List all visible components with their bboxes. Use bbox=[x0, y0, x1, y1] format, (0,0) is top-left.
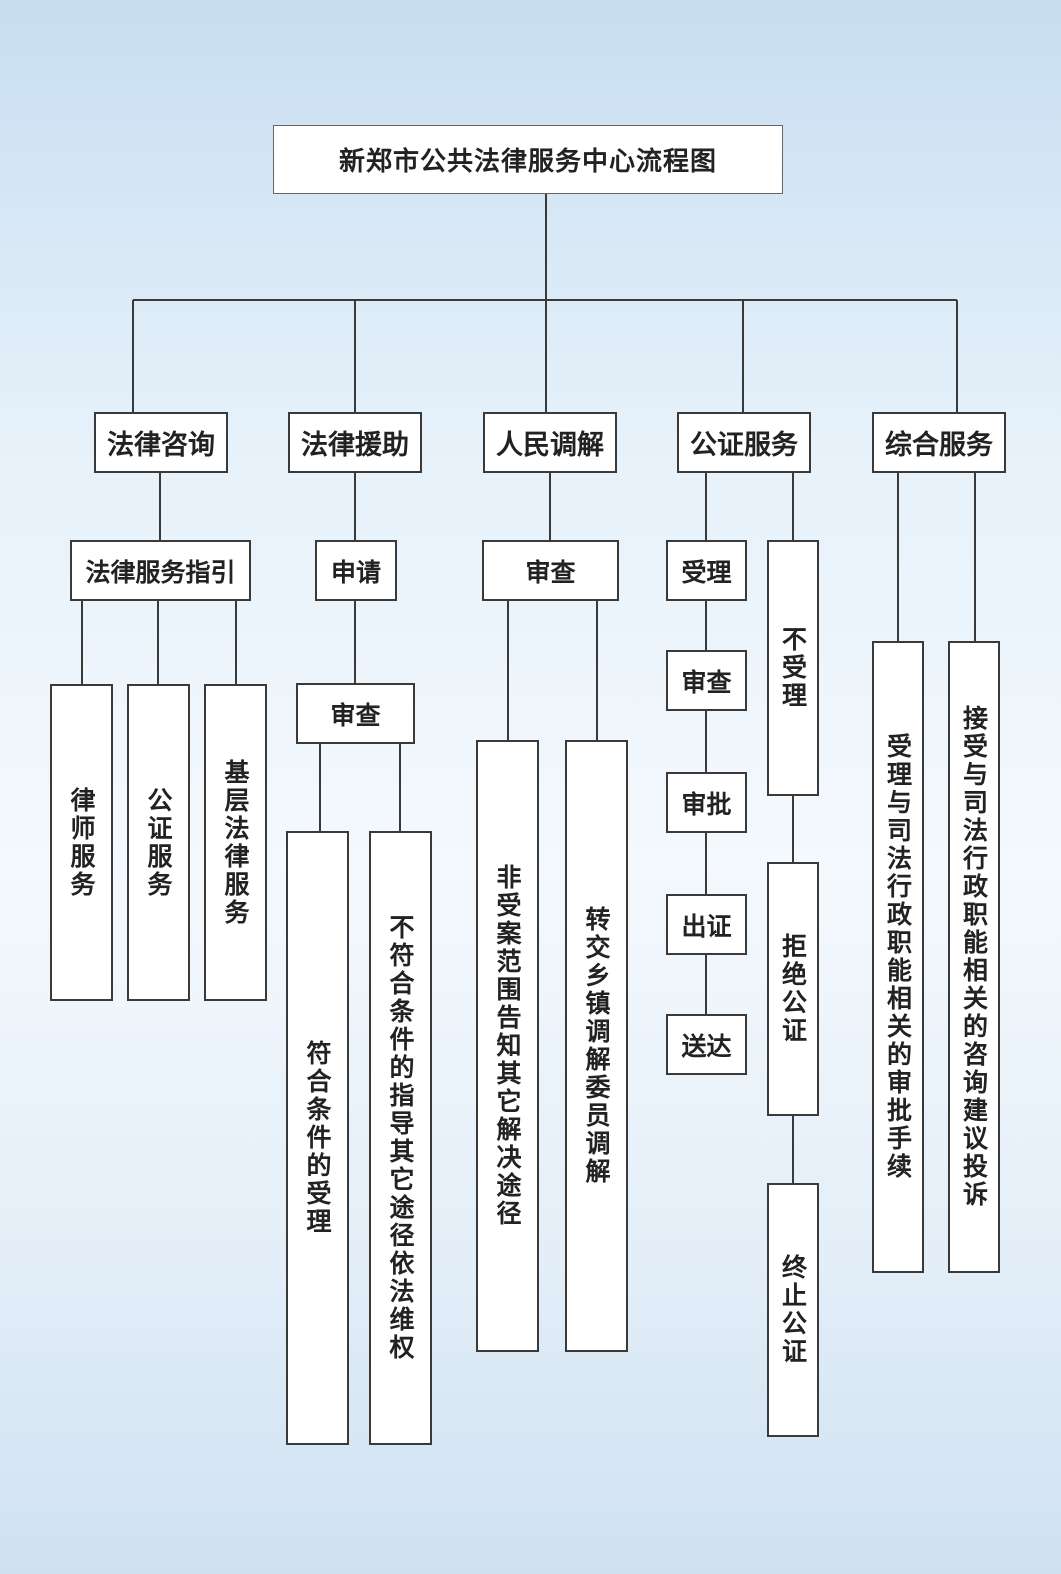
node-label: 出证 bbox=[681, 911, 732, 941]
category-notary: 公证服务 bbox=[677, 412, 811, 473]
notary-refuse-node: 拒绝公证 bbox=[767, 862, 819, 1116]
node-label: 律师服务 bbox=[67, 786, 96, 899]
category-legal-aid: 法律援助 bbox=[288, 412, 422, 473]
node-label: 审批 bbox=[681, 789, 732, 819]
node-label: 受理 bbox=[681, 557, 732, 587]
notary-step-issue: 出证 bbox=[666, 894, 747, 955]
node-label: 申请 bbox=[330, 557, 381, 587]
legal-guide-node: 法律服务指引 bbox=[70, 540, 251, 601]
grassroots-legal-service-node: 基层法律服务 bbox=[204, 684, 267, 1001]
category-label: 法律援助 bbox=[301, 430, 409, 461]
notary-step-deliver: 送达 bbox=[666, 1014, 747, 1075]
title-text: 新郑市公共法律服务中心流程图 bbox=[338, 147, 717, 177]
comprehensive-approval-node: 受理与司法行政职能相关的审批手续 bbox=[872, 641, 924, 1273]
aid-accept-node: 符合条件的受理 bbox=[286, 831, 349, 1445]
notary-step-approve: 审批 bbox=[666, 772, 747, 833]
node-label: 拒绝公证 bbox=[778, 933, 808, 1045]
category-mediation: 人民调解 bbox=[483, 412, 617, 473]
node-label: 审查 bbox=[681, 667, 732, 697]
aid-apply-node: 申请 bbox=[315, 540, 397, 601]
notary-terminate-node: 终止公证 bbox=[767, 1183, 819, 1437]
mediation-review-node: 审查 bbox=[482, 540, 619, 601]
comprehensive-consult-node: 接受与司法行政职能相关的咨询建议投诉 bbox=[948, 641, 1000, 1273]
category-legal-consult: 法律咨询 bbox=[94, 412, 228, 473]
notary-not-accept-node: 不受理 bbox=[767, 540, 819, 796]
category-label: 综合服务 bbox=[885, 430, 993, 461]
mediation-transfer-node: 转交乡镇调解委员调解 bbox=[565, 740, 628, 1352]
node-label: 转交乡镇调解委员调解 bbox=[582, 906, 611, 1186]
notary-step-review: 审查 bbox=[666, 650, 747, 711]
node-label: 法律服务指引 bbox=[85, 557, 236, 587]
node-label: 受理与司法行政职能相关的审批手续 bbox=[883, 733, 913, 1181]
category-label: 人民调解 bbox=[496, 430, 604, 461]
notary-service-node: 公证服务 bbox=[127, 684, 190, 1001]
node-label: 符合条件的受理 bbox=[303, 1040, 332, 1236]
aid-review-node: 审查 bbox=[296, 683, 415, 744]
node-label: 不符合条件的指导其它途径依法维权 bbox=[386, 914, 415, 1362]
category-label: 法律咨询 bbox=[107, 430, 215, 461]
node-label: 公证服务 bbox=[144, 786, 173, 899]
node-label: 审查 bbox=[525, 557, 576, 587]
node-label: 接受与司法行政职能相关的咨询建议投诉 bbox=[959, 705, 989, 1209]
node-label: 不受理 bbox=[778, 626, 808, 710]
node-label: 非受案范围告知其它解决途径 bbox=[493, 864, 522, 1228]
notary-step-accept: 受理 bbox=[666, 540, 747, 601]
aid-reject-node: 不符合条件的指导其它途径依法维权 bbox=[369, 831, 432, 1445]
node-label: 送达 bbox=[681, 1031, 732, 1061]
category-label: 公证服务 bbox=[690, 430, 798, 461]
node-label: 审查 bbox=[330, 700, 381, 730]
node-label: 基层法律服务 bbox=[221, 758, 250, 927]
category-comprehensive: 综合服务 bbox=[872, 412, 1006, 473]
mediation-notify-node: 非受案范围告知其它解决途径 bbox=[476, 740, 539, 1352]
node-label: 终止公证 bbox=[778, 1254, 808, 1366]
lawyer-service-node: 律师服务 bbox=[50, 684, 113, 1001]
diagram-title: 新郑市公共法律服务中心流程图 bbox=[273, 125, 783, 194]
